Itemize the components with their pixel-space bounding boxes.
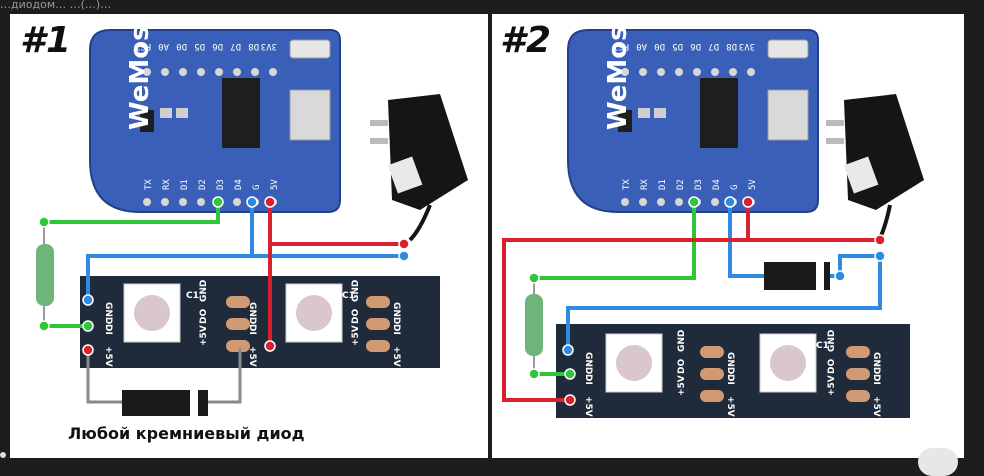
pin-label: D2 [676, 179, 686, 190]
pin-label: D1 [180, 179, 190, 190]
panel-2-label: #2 [500, 20, 553, 61]
strip-label: GND [725, 352, 735, 374]
panel-2: RST A0 D0 D5 D6 D7 D8 3V3 TX RX D1 D2 D3… [502, 25, 924, 418]
strip-label: DO [199, 309, 209, 324]
pin-label: 3V3 [739, 41, 755, 51]
pin-label: G [730, 185, 740, 190]
wires-2 [502, 202, 882, 402]
board-logo: WeMos [603, 25, 633, 130]
pin-label: D8 [248, 41, 259, 51]
power-adapter-1 [370, 94, 468, 242]
panel-1: RST A0 D0 D5 D6 D7 D8 3V3 TX RX D1 D2 D3… [36, 25, 468, 416]
pin-label: D4 [234, 179, 244, 190]
pin-label: D1 [658, 179, 668, 190]
pin-label: RX [640, 179, 650, 190]
strip-label: +5V [677, 375, 687, 396]
pin-label: D8 [726, 41, 737, 51]
pin-label: D3 [216, 179, 226, 190]
pin-label: RX [162, 179, 172, 190]
pin-label: G [252, 185, 262, 190]
pin-label: RST [612, 41, 629, 51]
strip-label: +5V [351, 325, 361, 346]
strip-label: +5V [103, 346, 113, 367]
pin-label: D2 [198, 179, 208, 190]
led-strip-1: GND DI +5V GND DO +5V GND DI +5V GND DO … [80, 276, 440, 368]
strip-label: GND [677, 330, 687, 352]
power-adapter-2 [826, 94, 924, 239]
pin-label: D7 [230, 41, 241, 51]
strip-label: DI [583, 374, 593, 385]
pin-label: D0 [654, 41, 665, 51]
strip-label: GND [247, 302, 257, 324]
panel-1-label: #1 [20, 20, 73, 61]
pin-label: D7 [708, 41, 719, 51]
strip-label: GND [827, 330, 837, 352]
scroll-button[interactable] [918, 448, 958, 476]
strip-label: GND [583, 352, 593, 374]
mcu-chip [700, 78, 738, 148]
diode-2 [764, 262, 830, 290]
wemos-board-2: RST A0 D0 D5 D6 D7 D8 3V3 TX RX D1 D2 D3… [567, 25, 819, 213]
strip-label: GND [871, 352, 881, 374]
diode-caption: Любой кремниевый диод [68, 424, 305, 443]
strip-label: DO [677, 359, 687, 374]
strip-label: DO [827, 359, 837, 374]
wemos-board-1: RST A0 D0 D5 D6 D7 D8 3V3 TX RX D1 D2 D3… [89, 25, 341, 213]
strip-label: +5V [827, 375, 837, 396]
panel-divider [488, 14, 492, 458]
pin-label: 3V3 [261, 41, 277, 51]
strip-label: GND [391, 302, 401, 324]
mcu-chip [222, 78, 260, 148]
strip-label: DI [871, 374, 881, 385]
led-strip-2: GND DI +5V GND DO +5V GND DI +5V GND DO … [556, 324, 910, 418]
wire-nodes-2 [528, 196, 886, 406]
strip-label: DI [103, 324, 113, 335]
strip-label: GND [199, 280, 209, 302]
page-indicator-dot [0, 452, 6, 458]
pin-label: D5 [672, 41, 683, 51]
pin-label: D4 [712, 179, 722, 190]
strip-label: C1 [816, 341, 829, 351]
reset-button [289, 39, 331, 59]
pin-label: RST [134, 41, 151, 51]
pin-label: D5 [194, 41, 205, 51]
strip-label: DO [351, 309, 361, 324]
strip-label: +5V [583, 396, 593, 417]
strip-label: +5V [725, 396, 735, 417]
strip-label: C1 [186, 291, 199, 301]
strip-label: +5V [871, 396, 881, 417]
pin-label: TX [622, 179, 632, 190]
wires-1 [44, 202, 404, 346]
strip-label: DI [725, 374, 735, 385]
strip-label: +5V [391, 346, 401, 367]
wire-nodes-1 [38, 196, 410, 356]
pin-label: D0 [176, 41, 187, 51]
diode-1 [86, 348, 242, 416]
board-logo: WeMos [125, 25, 155, 130]
strip-label: +5V [199, 325, 209, 346]
wiring-diagram: RST A0 D0 D5 D6 D7 D8 3V3 TX RX D1 D2 D3… [36, 25, 924, 418]
pin-label: A0 [158, 41, 169, 51]
top-text: …диодом… …(…)… [0, 0, 984, 14]
usb-port [289, 89, 331, 141]
pin-label: 5V [270, 179, 280, 190]
strip-label: C1 [342, 291, 355, 301]
resistor-2 [525, 278, 543, 374]
pin-label: 5V [748, 179, 758, 190]
pin-label: D6 [690, 41, 701, 51]
strip-label: DI [391, 324, 401, 335]
strip-label: +5V [247, 346, 257, 367]
pin-label: D6 [212, 41, 223, 51]
pin-label: TX [144, 179, 154, 190]
reset-button [767, 39, 809, 59]
pin-label: D3 [694, 179, 704, 190]
pin-label: A0 [636, 41, 647, 51]
usb-port [767, 89, 809, 141]
strip-label: GND [103, 302, 113, 324]
resistor-1 [36, 222, 54, 326]
strip-label: DI [247, 324, 257, 335]
strip-label: GND [351, 280, 361, 302]
